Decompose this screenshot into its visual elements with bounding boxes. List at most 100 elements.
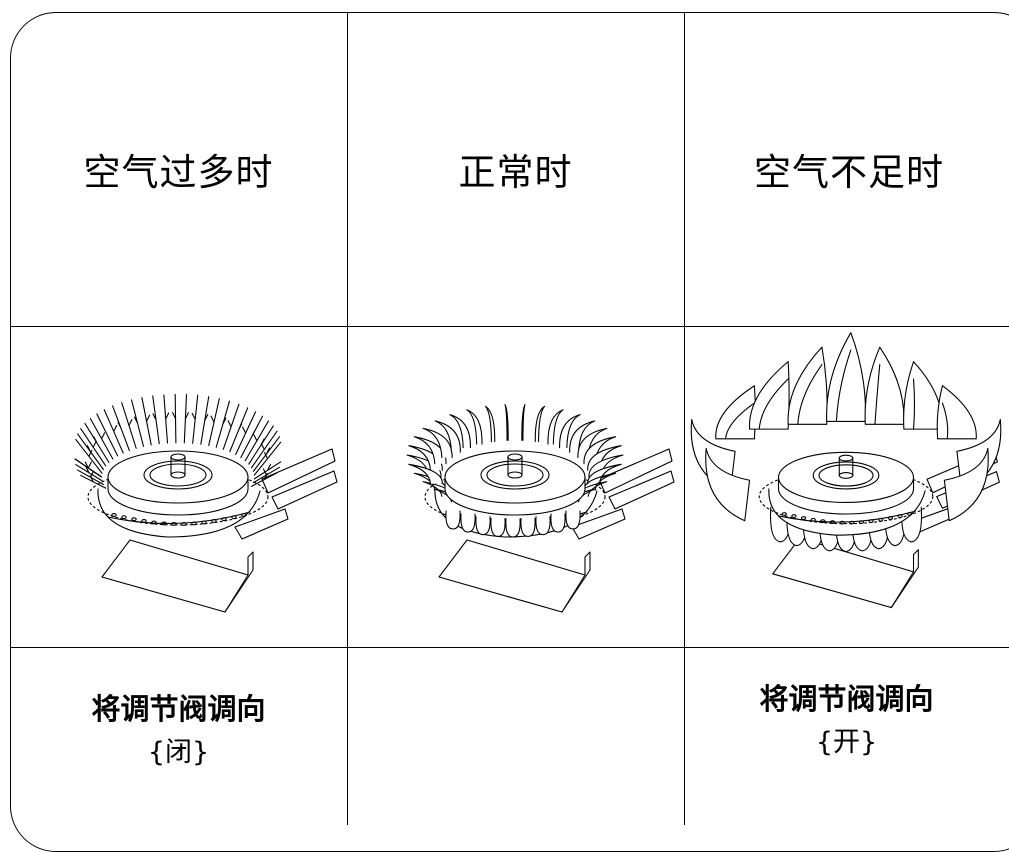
lower-flame — [461, 514, 475, 532]
spiky-flame — [241, 416, 263, 457]
center-post-top — [171, 454, 185, 460]
cap-ring-outer — [144, 461, 212, 489]
bracket-edge — [225, 552, 253, 612]
tall-flame — [716, 386, 756, 439]
mounting-bracket — [439, 540, 585, 612]
petal-flame — [485, 406, 494, 441]
adjust-text: 将调节阀调向 — [91, 692, 266, 726]
spiky-flame — [245, 421, 268, 461]
spiky-flame — [85, 423, 109, 462]
air-port — [192, 522, 196, 525]
spiky-flame — [81, 429, 106, 466]
burner-normal — [347, 327, 684, 647]
spiky-flame — [142, 398, 151, 445]
spiky-flame — [230, 408, 248, 452]
gas-pipe-upper — [262, 449, 335, 493]
adjust-note-insufficient-air: 将调节阀调向 {开} — [684, 666, 1009, 776]
air-port — [172, 523, 176, 526]
air-port — [850, 521, 854, 524]
center-post-base — [171, 472, 185, 478]
tall-flame — [788, 347, 827, 424]
air-port — [792, 515, 796, 518]
header-too-much-air: 空气过多时 — [10, 12, 347, 326]
air-port — [222, 518, 226, 521]
spiky-flame — [192, 395, 198, 443]
petal-flame — [548, 410, 563, 444]
header-label: 正常时 — [458, 151, 573, 194]
column-divider — [347, 12, 348, 825]
cap-ring-inner — [150, 464, 206, 486]
spiky-flame — [201, 397, 209, 445]
spiky-flame — [76, 439, 102, 473]
air-port — [142, 520, 146, 523]
row-divider — [10, 647, 1009, 648]
side-flame — [944, 448, 988, 520]
air-port — [162, 522, 166, 525]
gas-pipe-lower — [272, 471, 337, 509]
air-port — [132, 518, 136, 521]
spiky-flame — [253, 437, 279, 472]
gas-pipe-lower — [609, 471, 674, 509]
spiky-flame — [75, 459, 101, 477]
spiky-flame — [223, 404, 239, 449]
air-port — [782, 513, 786, 516]
gas-pipe-upper — [599, 449, 672, 493]
center-post-base — [508, 472, 522, 478]
tall-flame-inner — [798, 365, 822, 425]
lower-flame — [536, 517, 550, 535]
center-post — [839, 458, 853, 475]
petal-flame — [409, 464, 442, 483]
air-port — [122, 516, 126, 519]
center-post — [171, 457, 185, 475]
petal-flame — [450, 415, 471, 448]
cap-ring-outer — [813, 462, 879, 489]
lower-flame — [506, 519, 520, 537]
tall-flame-inner — [914, 379, 915, 429]
adjust-direction: {闭} — [147, 737, 210, 768]
air-port — [202, 521, 206, 524]
cap-ring-outer — [481, 461, 549, 489]
spiky-flame — [76, 465, 102, 481]
petal-flame — [435, 421, 460, 452]
adjust-note-normal — [347, 676, 684, 786]
lower-flame — [491, 518, 505, 536]
spiky-flame — [153, 396, 159, 444]
petal-flame — [584, 437, 616, 464]
header-insufficient-air: 空气不足时 — [684, 12, 1009, 326]
header-label: 空气不足时 — [754, 151, 944, 194]
petal-flame — [570, 421, 595, 452]
tall-flame — [827, 333, 866, 422]
petal-flame — [414, 473, 446, 490]
bracket-edge — [891, 550, 918, 608]
tall-flame-inner — [875, 365, 880, 425]
header-label: 空气过多时 — [83, 151, 274, 194]
lower-flame — [476, 517, 490, 535]
cap-ring-inner — [819, 465, 873, 486]
center-post — [508, 457, 522, 475]
gas-pipe-plate — [235, 509, 288, 539]
row-divider — [10, 326, 1009, 327]
spiky-flame — [164, 395, 169, 443]
spiky-flame — [90, 419, 113, 460]
spiky-flame — [216, 401, 229, 447]
gas-pipe-plate — [572, 509, 625, 539]
burner-drawing — [75, 394, 337, 612]
lower-flame — [551, 514, 565, 532]
spiky-flame — [97, 414, 118, 456]
tall-flame — [865, 347, 904, 424]
spiky-flame — [132, 400, 144, 447]
petal-flame — [423, 428, 452, 457]
tall-flame-inner — [725, 403, 754, 439]
burner-insufficient-air — [684, 327, 1009, 647]
tall-flame-inner — [836, 350, 850, 421]
burner-cap — [779, 452, 914, 502]
spiky-flame — [249, 426, 274, 464]
air-port — [182, 523, 186, 526]
petal-flame — [535, 406, 544, 441]
header-normal: 正常时 — [347, 12, 684, 326]
spiky-flame — [252, 473, 277, 487]
spiky-flame — [209, 399, 220, 446]
tall-flame — [904, 362, 943, 430]
spiky-flame — [78, 470, 104, 484]
air-port — [212, 520, 216, 523]
